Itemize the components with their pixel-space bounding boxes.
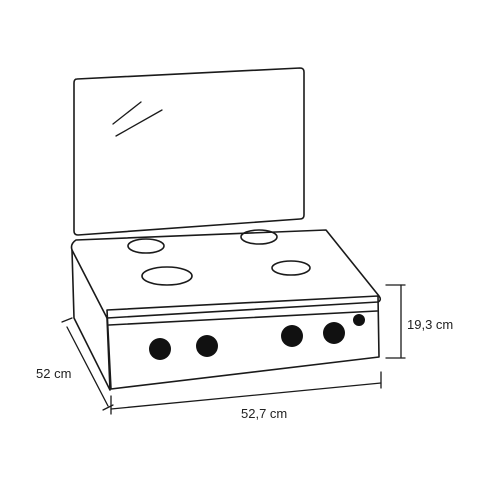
knob-3 — [281, 325, 303, 347]
side-panel — [71, 249, 111, 391]
width-label: 52,7 cm — [241, 406, 287, 421]
knob-1 — [149, 338, 171, 360]
knob-4 — [323, 322, 345, 344]
lid-glare-line-2 — [115, 109, 163, 137]
width-dim-line — [110, 382, 382, 410]
cooktop-top-outline — [70, 229, 382, 319]
stove-body — [71, 249, 380, 391]
height-label: 19,3 cm — [407, 317, 453, 332]
depth-dim-line — [66, 326, 109, 407]
glass-lid — [73, 67, 305, 236]
width-dimension: 52,7 cm — [110, 371, 382, 421]
depth-dim-cap-top — [61, 317, 73, 323]
knob-2 — [196, 335, 218, 357]
cooktop-top — [70, 229, 382, 319]
height-dimension: 19,3 cm — [385, 284, 453, 359]
lid-glare-line-1 — [112, 101, 142, 125]
front-panel — [106, 295, 380, 390]
burner-front-left — [141, 266, 193, 286]
lid-outline — [73, 67, 305, 236]
burner-front-right — [271, 260, 311, 276]
depth-dimension: 52 cm — [36, 317, 114, 411]
ignition-button — [353, 314, 365, 326]
burner-rear-right — [240, 229, 278, 245]
burner-rear-left — [127, 238, 165, 254]
front-panel-ledge — [108, 310, 378, 326]
depth-label: 52 cm — [36, 366, 71, 381]
control-knobs — [149, 314, 365, 360]
depth-dim-cap-bottom — [102, 404, 114, 411]
